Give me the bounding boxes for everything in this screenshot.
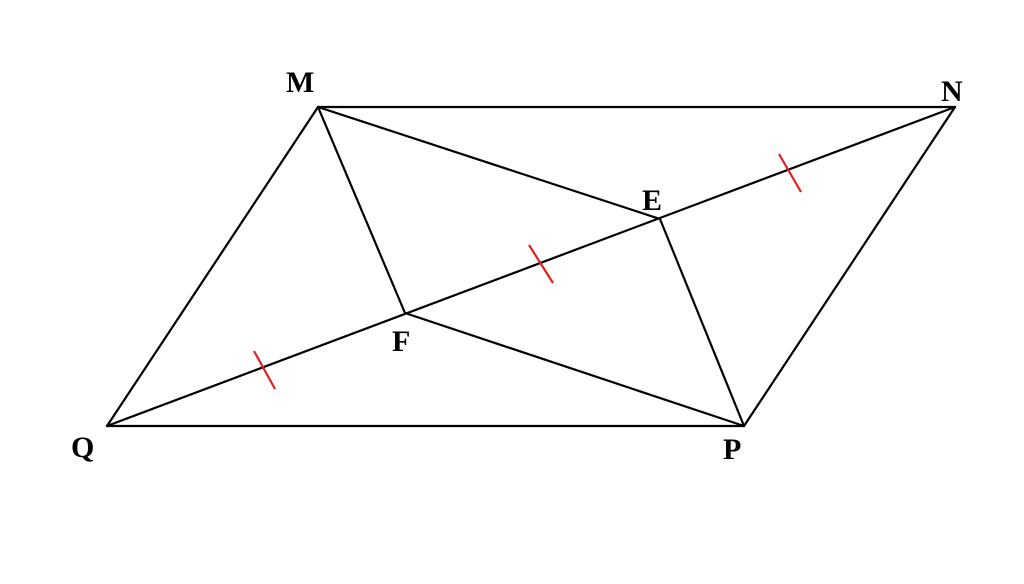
vertex-label-M: M bbox=[286, 66, 314, 99]
segment-PF bbox=[403, 311, 746, 428]
vertex-label-N: N bbox=[941, 75, 963, 108]
segment-MF bbox=[316, 105, 407, 315]
diagonal-QN bbox=[105, 105, 957, 428]
segment-PE bbox=[658, 217, 746, 428]
tick-mark-QF bbox=[253, 350, 276, 390]
vertex-label-Q: Q bbox=[71, 431, 94, 464]
tick-mark-FE bbox=[528, 244, 554, 284]
vertex-label-E: E bbox=[642, 184, 662, 217]
segment-QM bbox=[105, 105, 320, 428]
vertex-label-F: F bbox=[392, 325, 410, 358]
segment-NP bbox=[742, 105, 957, 428]
tick-mark-EN bbox=[778, 153, 802, 193]
segment-ME bbox=[316, 105, 662, 221]
vertex-label-P: P bbox=[723, 433, 741, 466]
